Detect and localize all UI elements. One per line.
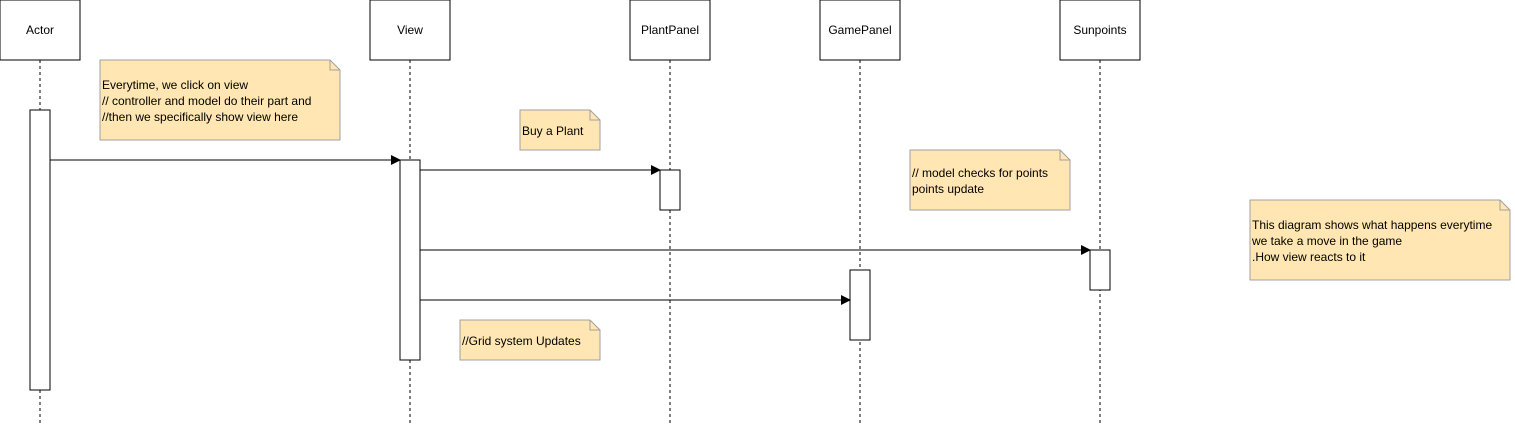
participant-label: PlantPanel [641, 23, 699, 37]
participant-actor[interactable]: Actor [0, 0, 81, 61]
participant-label: Actor [26, 23, 54, 37]
note-points[interactable]: // model checks for points points update [909, 149, 1071, 211]
activation-sunpoints[interactable] [1089, 249, 1111, 291]
note-text-line: we take a move in the game [1251, 234, 1402, 248]
note-text-line: .How view reacts to it [1252, 250, 1366, 264]
note-text-line: points update [912, 182, 984, 196]
participant-label: View [397, 23, 423, 37]
activation-plantpanel[interactable] [659, 169, 681, 211]
note-text-line: // controller and model do their part an… [102, 94, 311, 108]
participant-view[interactable]: View [369, 0, 451, 61]
note-grid[interactable]: //Grid system Updates [459, 319, 601, 361]
participant-label: Sunpoints [1073, 23, 1126, 37]
note-text-line: //Grid system Updates [462, 334, 581, 348]
note-diagram[interactable]: This diagram shows what happens everytim… [1249, 199, 1511, 281]
participant-plantpanel[interactable]: PlantPanel [629, 0, 711, 61]
note-text-line: // model checks for points [912, 166, 1048, 180]
participant-gamepanel[interactable]: GamePanel [819, 0, 901, 61]
messages [50, 155, 1091, 305]
activation-actor[interactable] [29, 109, 51, 391]
note-text-line: Buy a Plant [522, 124, 584, 138]
activation-gamepanel[interactable] [849, 269, 871, 341]
participant-sunpoints[interactable]: Sunpoints [1059, 0, 1141, 61]
activation-view[interactable] [399, 159, 421, 361]
note-text-line: Everytime, we click on view [102, 78, 248, 92]
note-text-line: This diagram shows what happens everytim… [1252, 218, 1492, 232]
activations [29, 109, 1111, 391]
note-text-line: //then we specifically show view here [102, 110, 298, 124]
note-buy[interactable]: Buy a Plant [519, 109, 601, 151]
note-click[interactable]: Everytime, we click on view // controlle… [99, 59, 341, 141]
participant-label: GamePanel [828, 23, 891, 37]
